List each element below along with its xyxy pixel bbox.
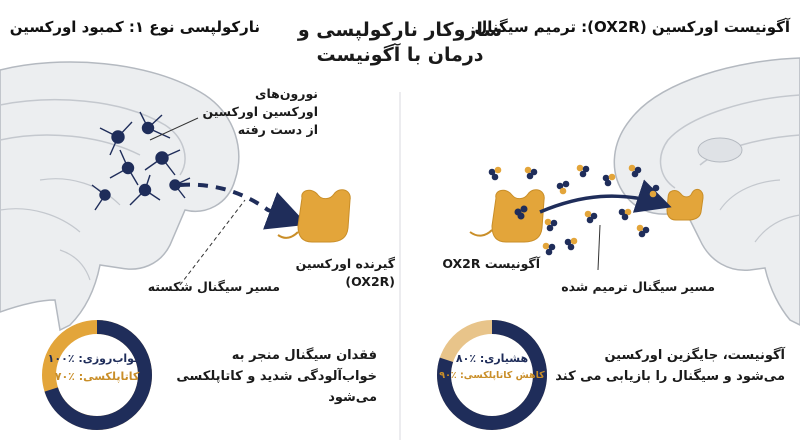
left-donut-metric-2: کاتاپلکسی: ٪۷۰ bbox=[54, 370, 140, 383]
right-donut bbox=[437, 320, 547, 430]
right-donut-metric-2: کاهش کاتاپلکسی: ٪۹۰ bbox=[439, 370, 545, 381]
right-caption: آگونیست، جایگزین اورکسین می‌شود و سیگنال… bbox=[555, 348, 785, 384]
left-heading: نارکولپسی نوع ۱: کمبود اورکسین bbox=[9, 18, 260, 36]
restored-path-pointer bbox=[597, 224, 601, 271]
agonist-label: آگونیست OX2R bbox=[442, 256, 540, 271]
neurons-label: نورون‌های اورکسین اورکسین از دست رفته bbox=[202, 86, 318, 137]
page-title: سازوکار نارکولپسی و درمان با آگونیست bbox=[297, 19, 503, 66]
receptor-left bbox=[277, 189, 351, 243]
left-donut-metric-1: خواب‌روزی: ٪۱۰۰ bbox=[47, 352, 142, 365]
left-donut bbox=[42, 320, 152, 430]
broken-signal-arrow bbox=[179, 182, 308, 230]
restored-signal-arrow bbox=[539, 179, 672, 214]
broken-path-label: مسیر سیگنال شکسته bbox=[147, 279, 280, 294]
agonist-molecules bbox=[488, 164, 660, 256]
neurons-pointer bbox=[149, 117, 199, 141]
right-donut-metric-1: هشیاری: ٪۸۰ bbox=[455, 352, 529, 365]
right-heading: آگونیست اورکسین (OX2R): ترمیم سیگنال bbox=[474, 18, 790, 36]
left-brain bbox=[0, 61, 240, 332]
restored-path-label: مسیر سیگنال ترمیم شده bbox=[561, 279, 715, 294]
receptor-label: گیرنده اورکسین (OX2R) bbox=[295, 256, 395, 289]
orexin-neurons bbox=[91, 111, 191, 211]
receptor-target bbox=[666, 188, 704, 221]
agonist-receptor bbox=[469, 189, 545, 243]
broken-path-pointer bbox=[179, 199, 246, 286]
left-caption: فقدان سیگنال منجر به خواب‌آلودگی شدید و … bbox=[176, 348, 377, 405]
